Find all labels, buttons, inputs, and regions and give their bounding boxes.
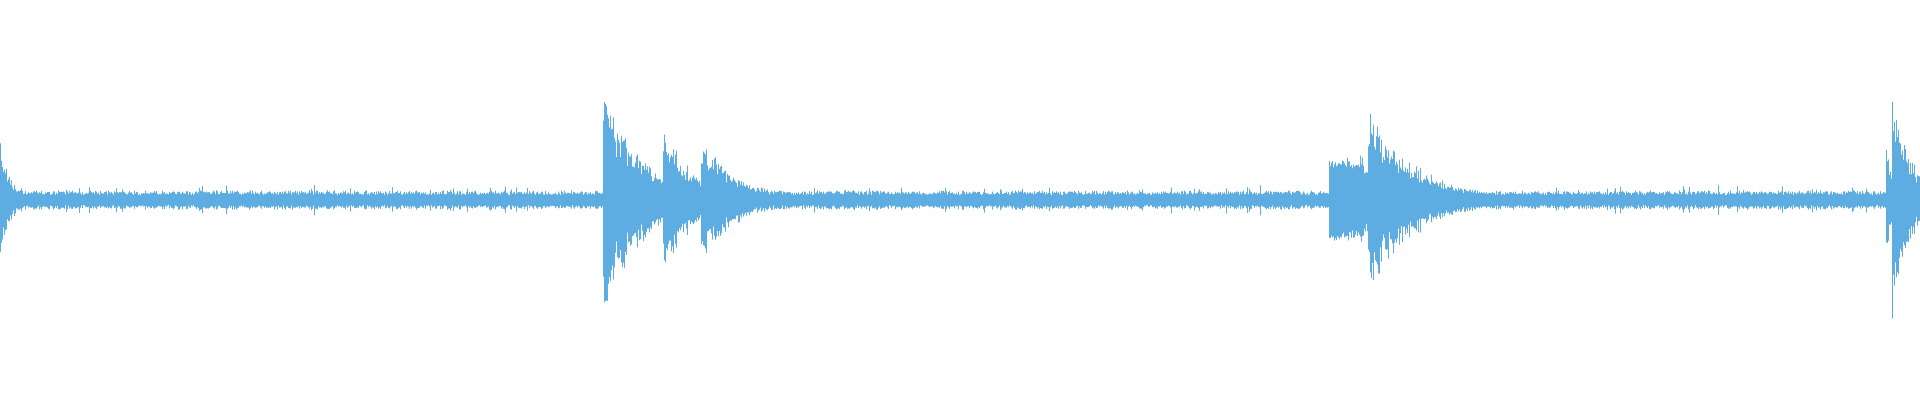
waveform-amplitude-path — [0, 101, 1920, 319]
waveform-bars — [0, 101, 1920, 319]
